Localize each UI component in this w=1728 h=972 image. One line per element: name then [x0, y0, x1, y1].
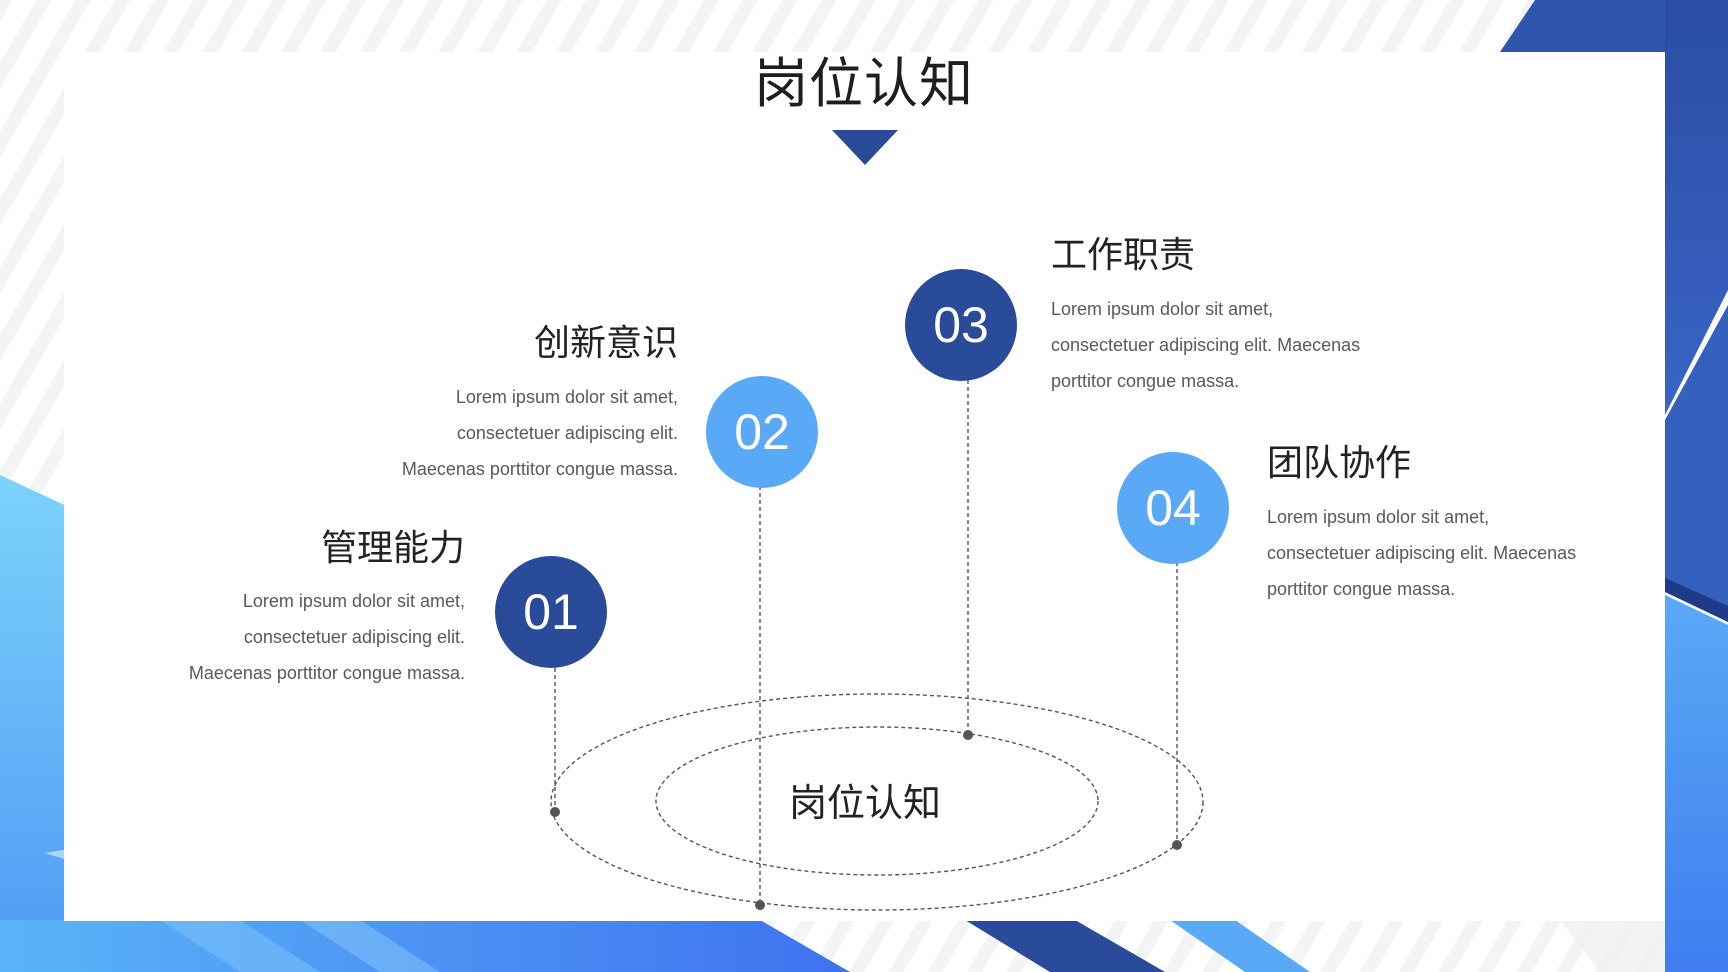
item-title-01: 管理能力 [320, 528, 465, 569]
inner-ring [655, 726, 1099, 876]
right-lower-shape [1665, 595, 1728, 972]
center-label: 岗位认知 [788, 781, 941, 825]
item-title-04: 团队协作 [1267, 443, 1412, 484]
item-desc-02-line-1: Lorem ipsum dolor sit amet, [455, 387, 678, 407]
title-arrow-icon [832, 130, 898, 165]
item-title-02: 创新意识 [533, 323, 678, 364]
content-card [64, 52, 1665, 921]
anchor-dot-03 [963, 730, 973, 740]
number-badge-02: 02 [706, 376, 818, 488]
item-desc-01-line-1: Lorem ipsum dolor sit amet, [242, 591, 465, 611]
item-desc-03-line-2: consectetuer adipiscing elit. Maecenas [1051, 335, 1361, 355]
item-desc-04-line-3: porttitor congue massa. [1267, 579, 1456, 599]
anchor-dot-02 [755, 900, 765, 910]
item-desc-03-line-3: porttitor congue massa. [1051, 371, 1240, 391]
bottom-dark-stripe [965, 920, 1165, 972]
anchor-dot-04 [1172, 840, 1182, 850]
number-badge-03: 03 [905, 269, 1017, 381]
bottom-light-stripe-1 [160, 920, 320, 972]
item-desc-02-line-3: Maecenas porttitor congue massa. [401, 459, 678, 479]
item-desc-01-line-2: consectetuer adipiscing elit. [243, 627, 465, 647]
right-dark-stripe [1665, 578, 1728, 622]
item-desc-04-line-1: Lorem ipsum dolor sit amet, [1267, 507, 1490, 527]
right-mid-shape [1665, 305, 1728, 620]
item-desc-04-line-2: consectetuer adipiscing elit. Maecenas [1267, 543, 1577, 563]
item-desc-02-line-2: consectetuer adipiscing elit. [456, 423, 678, 443]
outer-ring [550, 693, 1204, 911]
right-dark-shape [1535, 0, 1728, 415]
item-desc-03-line-1: Lorem ipsum dolor sit amet, [1051, 299, 1274, 319]
bottom-light-stripe-3 [1170, 920, 1310, 972]
number-badge-01: 01 [495, 556, 607, 668]
number-badge-04: 04 [1117, 452, 1229, 564]
bottom-right-gray [1560, 920, 1665, 972]
item-desc-01-line-3: Maecenas porttitor congue massa. [188, 663, 465, 683]
item-title-03: 工作职责 [1051, 235, 1196, 276]
anchor-dot-01 [550, 807, 560, 817]
bottom-light-stripe-2 [300, 920, 440, 972]
slide-title: 岗位认知 [754, 52, 974, 115]
right-top-triangle [1500, 0, 1665, 52]
left-blue-shape [0, 475, 75, 972]
